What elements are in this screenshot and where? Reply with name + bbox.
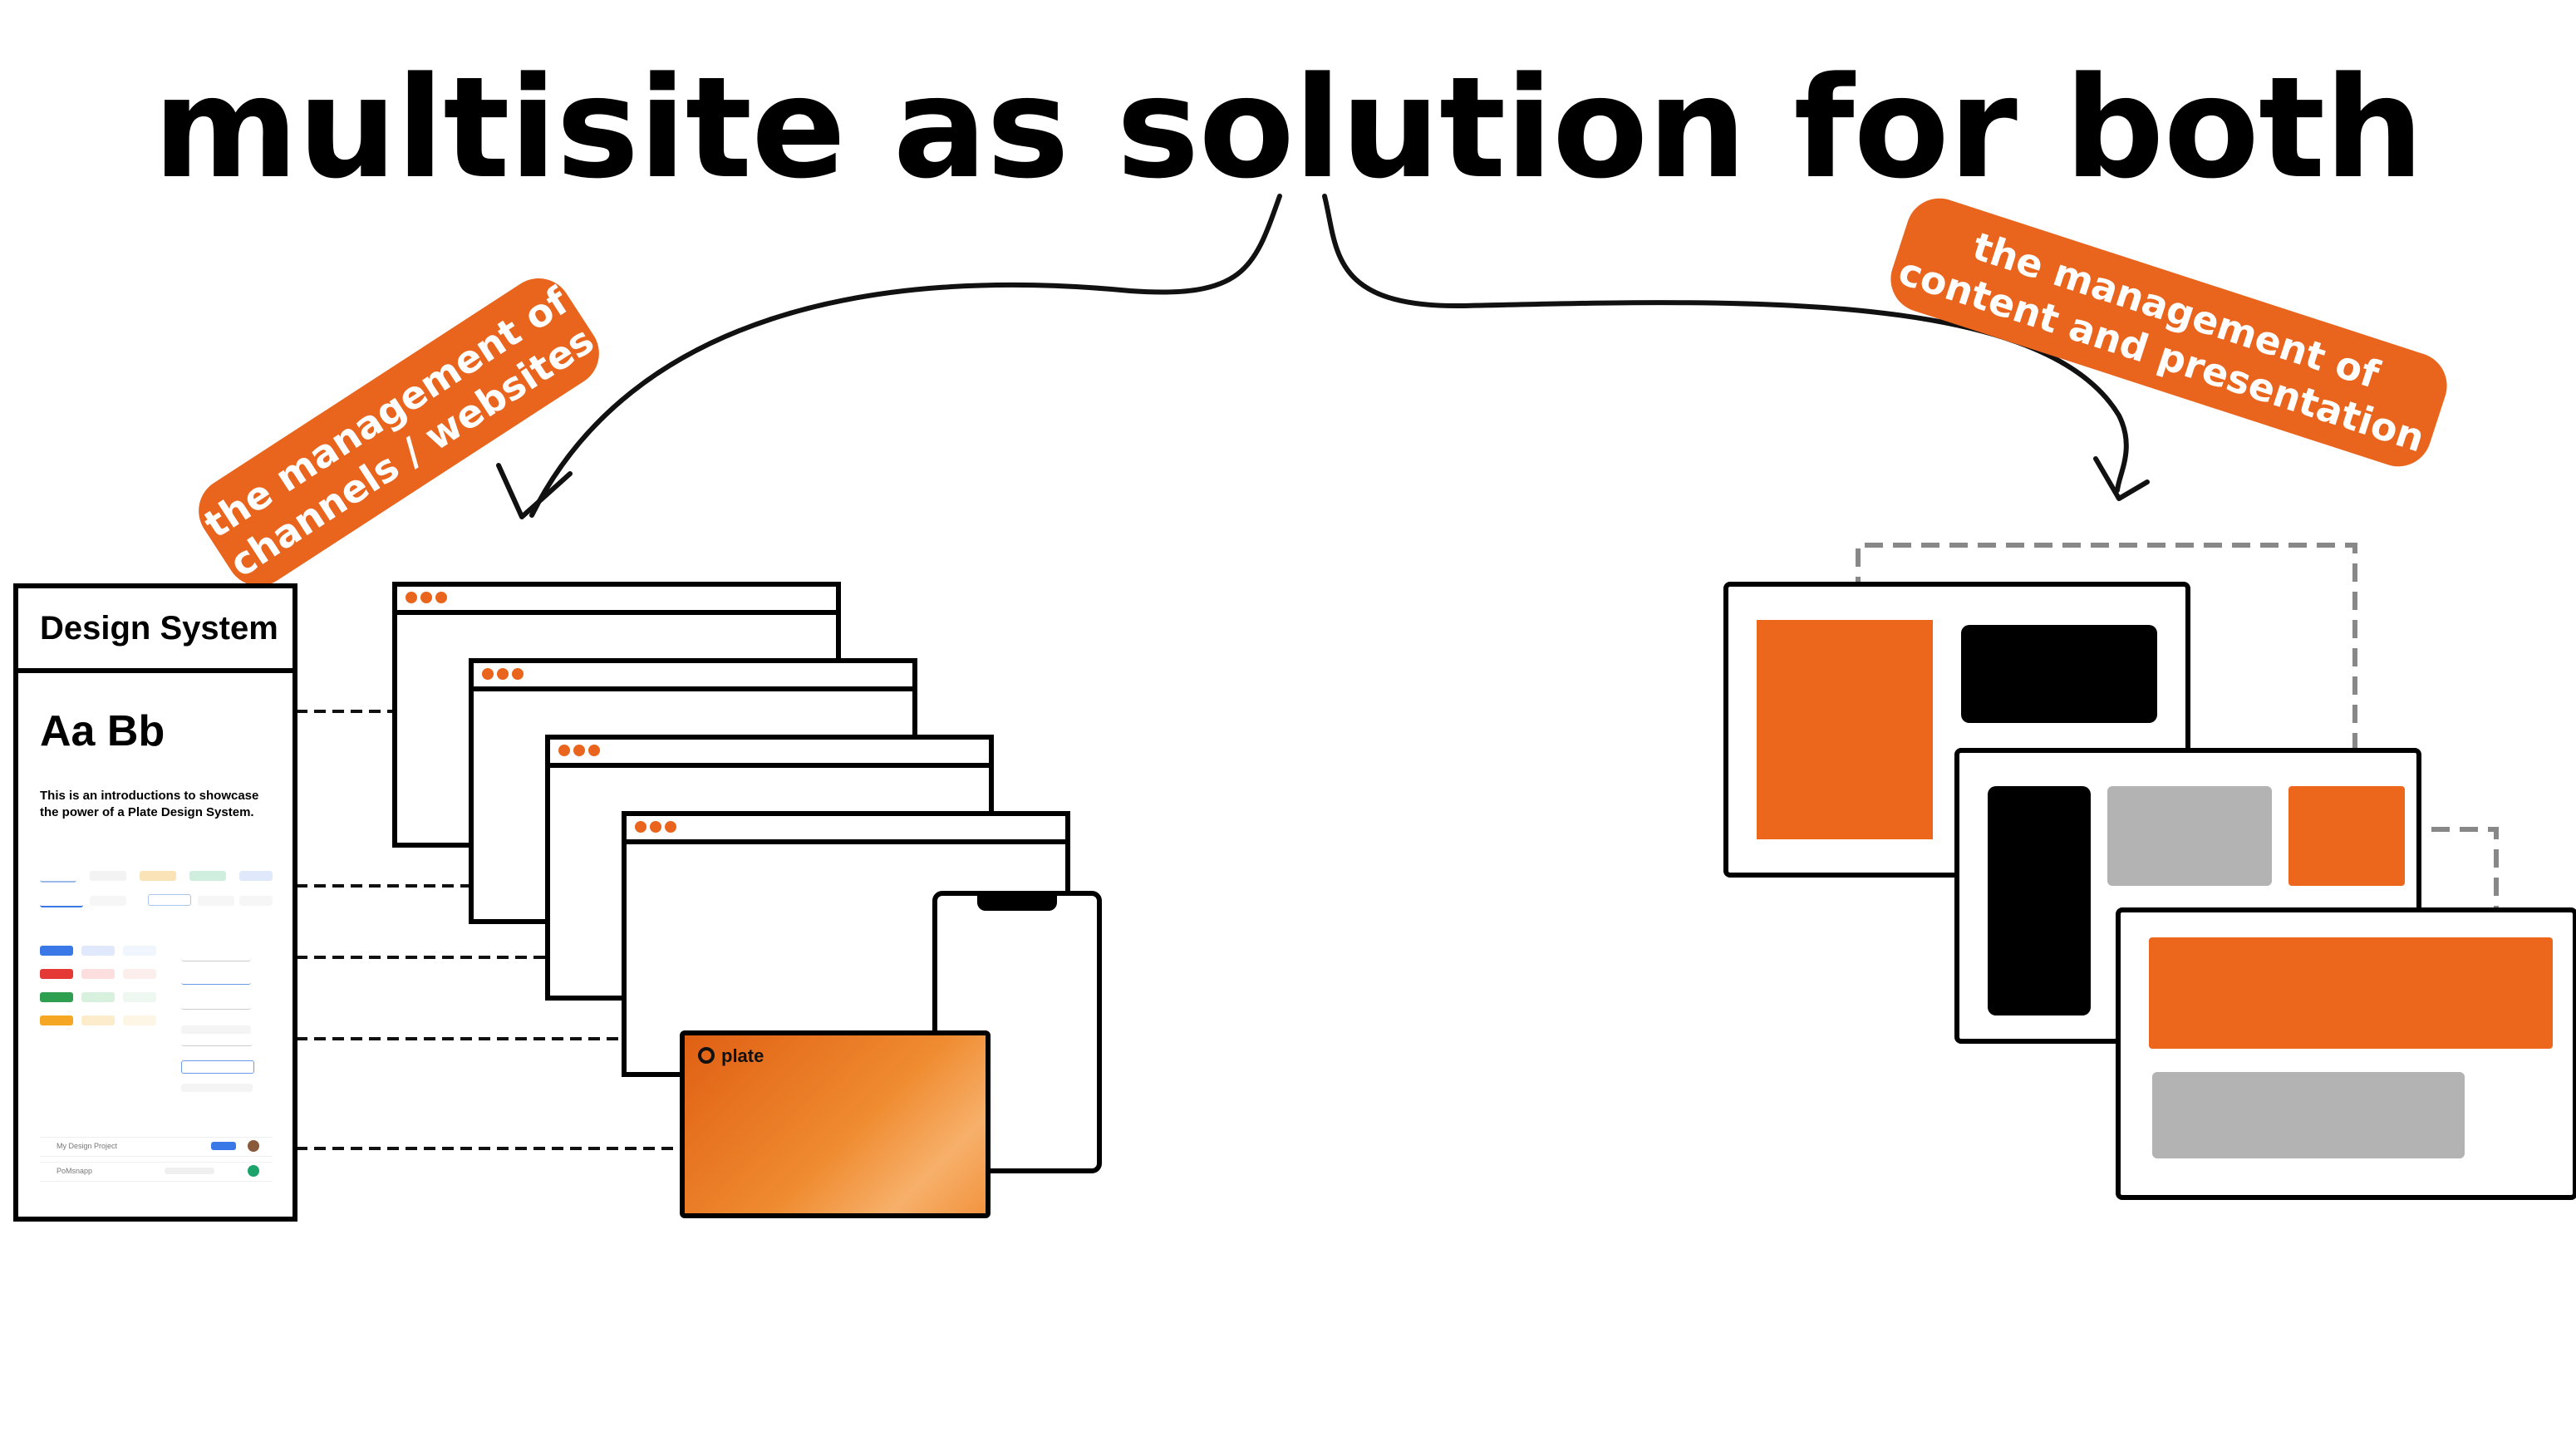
gray-block — [2107, 786, 2272, 886]
plate-logo-icon — [698, 1047, 715, 1064]
plate-card: plate — [680, 1030, 991, 1218]
black-tall-block — [1988, 786, 2091, 1015]
left-arrow-curve — [529, 194, 1282, 518]
layout-frame-3 — [2116, 907, 2576, 1200]
gray-wide-block — [2152, 1072, 2465, 1158]
black-block — [1961, 625, 2157, 723]
left-arrow-head — [496, 463, 573, 519]
right-arrow-curve — [1322, 194, 2129, 493]
window-dots-icon — [406, 592, 447, 603]
inputs-sample — [181, 1037, 273, 1120]
window-dots-icon — [482, 668, 524, 680]
window-dots-icon — [558, 745, 600, 756]
buttons-sample — [40, 946, 273, 1037]
page-title: multisite as solution for both — [153, 47, 2424, 209]
project-row-2-label: PoMsnapp — [57, 1167, 93, 1175]
window-dots-icon — [635, 821, 676, 833]
tabs-sample — [40, 871, 273, 912]
design-system-intro: This is an introductions to showcase the… — [40, 789, 259, 819]
phone-notch — [977, 893, 1057, 911]
plate-logo: plate — [721, 1045, 764, 1066]
design-system-header: Design System — [40, 610, 278, 647]
orange-block — [1757, 620, 1933, 839]
right-arrow-head — [2093, 456, 2150, 501]
orange-small-block — [2288, 786, 2405, 886]
orange-wide-block — [2149, 937, 2553, 1049]
project-row-1-label: My Design Project — [57, 1142, 118, 1150]
design-system-panel: Design System Aa Bb This is an introduct… — [13, 583, 297, 1222]
project-row-2: PoMsnapp — [40, 1162, 273, 1182]
project-row-1: My Design Project — [40, 1137, 273, 1157]
design-system-header-bar: Design System — [18, 588, 293, 673]
gray-dashed-2 — [2403, 827, 2499, 941]
type-sample: Aa Bb — [40, 707, 165, 755]
